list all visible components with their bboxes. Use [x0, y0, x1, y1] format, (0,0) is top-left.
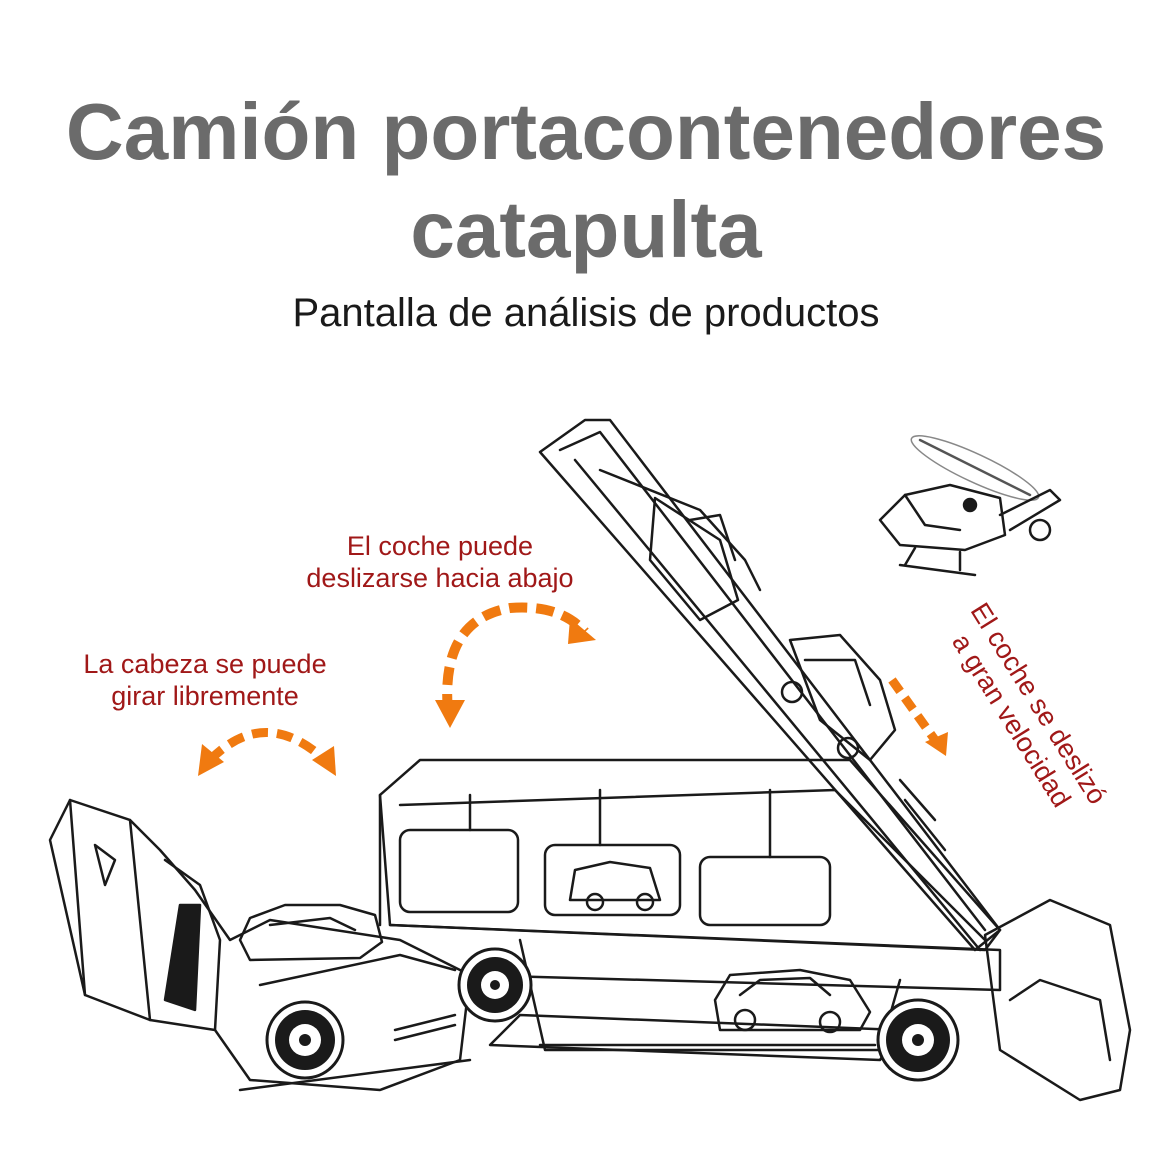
wheel-icon-middle	[457, 947, 533, 1023]
callout-head-line1: La cabeza se puede	[83, 649, 327, 679]
rotate-arrow-right-head	[312, 746, 336, 776]
slide-arrow-right-head	[568, 618, 596, 644]
page-title-line1: Camión portacontenedores	[65, 87, 1107, 176]
speed-arrow-head	[925, 732, 948, 756]
page-subtitle: Pantalla de análisis de productos	[292, 291, 880, 335]
slide-arrow-bottom-head	[435, 700, 465, 728]
rotate-arrow-left-head	[198, 744, 224, 776]
rotate-arrow-icon	[206, 728, 329, 764]
callout-head-line2: girar libremente	[111, 681, 299, 711]
callout-slide-line1: El coche puede	[346, 531, 534, 561]
callout-head-rotate: La cabeza se puede girar libremente	[60, 648, 350, 712]
page-title-line2: catapulta	[410, 185, 762, 274]
wheel-icon-cab	[265, 1000, 345, 1080]
callout-slide-line2: deslizarse hacia abajo	[306, 563, 574, 593]
wheel-icon-rear	[876, 998, 960, 1082]
callout-car-slide: El coche puede deslizarse hacia abajo	[280, 530, 600, 594]
speed-arrow-icon	[888, 677, 939, 743]
slide-arrow-icon	[442, 602, 589, 713]
helicopter-icon	[878, 435, 1062, 577]
